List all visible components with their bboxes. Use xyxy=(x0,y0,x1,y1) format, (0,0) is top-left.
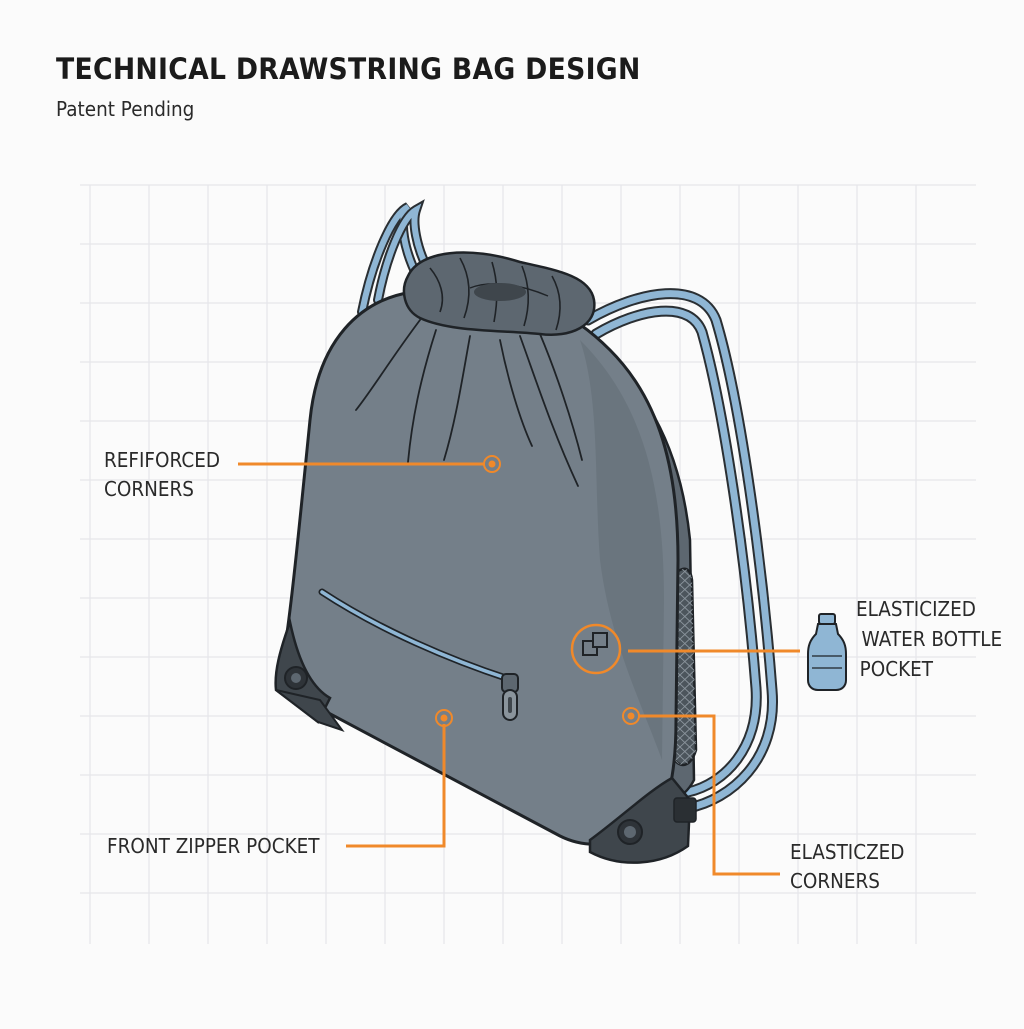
bottom-right-corner-patch xyxy=(588,776,697,864)
marker-front-zipper-pocket xyxy=(435,709,453,727)
bottom-left-corner-patch xyxy=(274,617,345,732)
callout-label-line: CORNERS xyxy=(104,477,194,501)
leader-elasticized-corners xyxy=(638,714,780,876)
front-zipper-pocket xyxy=(318,588,519,721)
marker-elasticized-corners xyxy=(622,707,640,725)
callout-label-line: REFIFORCED xyxy=(104,448,221,472)
callout-reinforced-corners: REFIFORCED CORNERS xyxy=(104,446,220,504)
callout-leaders xyxy=(238,462,800,876)
left-strap xyxy=(357,199,433,317)
zipper-pull-icon xyxy=(501,673,519,721)
right-strap xyxy=(582,288,778,814)
callout-label-line: FRONT ZIPPER POCKET xyxy=(107,834,320,858)
callout-front-zipper-pocket: FRONT ZIPPER POCKET xyxy=(107,832,320,861)
callout-label-line: ELASTICIZED xyxy=(856,597,976,621)
fabric-folds xyxy=(355,319,583,487)
callout-elasticized-corners: ELASTICZED CORNERS xyxy=(790,838,904,896)
overlapping-squares-icon xyxy=(570,623,622,675)
callout-label-line: ELASTICZED xyxy=(790,840,905,864)
page-title: TECHNICAL DRAWSTRING BAG DESIGN xyxy=(56,52,641,86)
callout-label-line: WATER BOTTLE xyxy=(861,627,1003,651)
bag-body-shading xyxy=(580,340,664,760)
callout-water-bottle-pocket: ELASTICIZED WATER BOTTLE POCKET xyxy=(856,594,1002,684)
marker-reinforced-corners xyxy=(483,455,501,473)
callout-label-line: CORNERS xyxy=(790,869,880,893)
drawstring-gathered-top xyxy=(402,251,596,336)
callout-label-line: POCKET xyxy=(859,657,934,681)
callout-markers xyxy=(435,455,640,727)
water-bottle-icon xyxy=(807,613,847,691)
page-subtitle: Patent Pending xyxy=(56,97,195,121)
leader-front-zipper-pocket xyxy=(346,724,446,848)
